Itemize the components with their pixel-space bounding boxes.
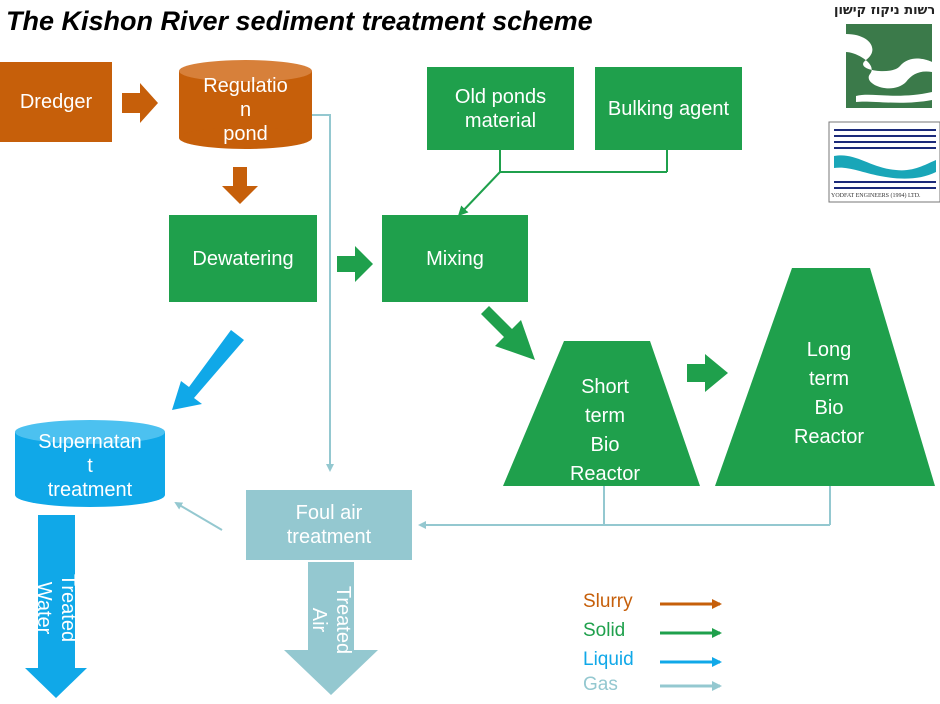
short-term-reactor bbox=[503, 341, 700, 486]
treated-air-label: Treated Air bbox=[308, 585, 354, 655]
kishon-authority-logo bbox=[846, 24, 932, 108]
bulking-agent-box bbox=[595, 67, 742, 150]
solid-arrow-dew-mix bbox=[337, 246, 373, 282]
regulation-pond-label: Regulatio n pond bbox=[203, 75, 288, 145]
authority-logo-text: רשות ניקוז קישון bbox=[834, 3, 936, 18]
gas-lines bbox=[174, 114, 831, 531]
treated-water-arrow bbox=[25, 515, 87, 698]
treated-water-label: Treated Water bbox=[33, 573, 79, 643]
old-ponds-label: Old ponds material bbox=[454, 85, 547, 132]
legend-liquid: Liquid bbox=[583, 649, 634, 670]
liquid-arrow-dew-sup bbox=[172, 330, 244, 410]
long-term-reactor bbox=[715, 268, 935, 486]
supernatant-label: Supernatan t treatment bbox=[38, 431, 142, 501]
treated-air-arrow bbox=[284, 562, 378, 695]
old-ponds-box bbox=[427, 67, 574, 150]
legend-gas: Gas bbox=[583, 674, 618, 695]
slurry-arrow-down bbox=[222, 167, 258, 204]
yodfat-logo-text: YODFAT ENGINEERS (1994) LTD. bbox=[831, 193, 921, 199]
diagram-title: The Kishon River sediment treatment sche… bbox=[6, 6, 593, 36]
legend-solid: Solid bbox=[583, 620, 626, 641]
short-term-reactor-label: Short term Bio Reactor bbox=[569, 376, 641, 485]
dredger-box bbox=[0, 62, 112, 142]
solid-arrow-mix-short bbox=[481, 306, 535, 360]
legend-slurry: Slurry bbox=[583, 591, 633, 612]
dredger-label: Dredger bbox=[19, 91, 93, 113]
materials-connector bbox=[457, 150, 668, 217]
mixing-label: Mixing bbox=[426, 247, 484, 270]
dewatering-label: Dewatering bbox=[192, 247, 294, 270]
solid-arrow-short-long bbox=[687, 354, 728, 392]
mixing-box bbox=[382, 215, 528, 302]
regulation-pond-cylinder bbox=[179, 60, 312, 149]
slurry-arrow-right bbox=[122, 83, 158, 123]
foul-air-label: Foul air treatment bbox=[286, 502, 372, 548]
dewatering-box bbox=[169, 215, 317, 302]
long-term-reactor-label: Long term Bio Reactor bbox=[793, 339, 865, 448]
bulking-agent-label: Bulking agent bbox=[607, 97, 730, 120]
foul-air-box bbox=[246, 490, 412, 560]
supernatant-cylinder bbox=[15, 420, 165, 507]
yodfat-logo bbox=[828, 121, 940, 203]
